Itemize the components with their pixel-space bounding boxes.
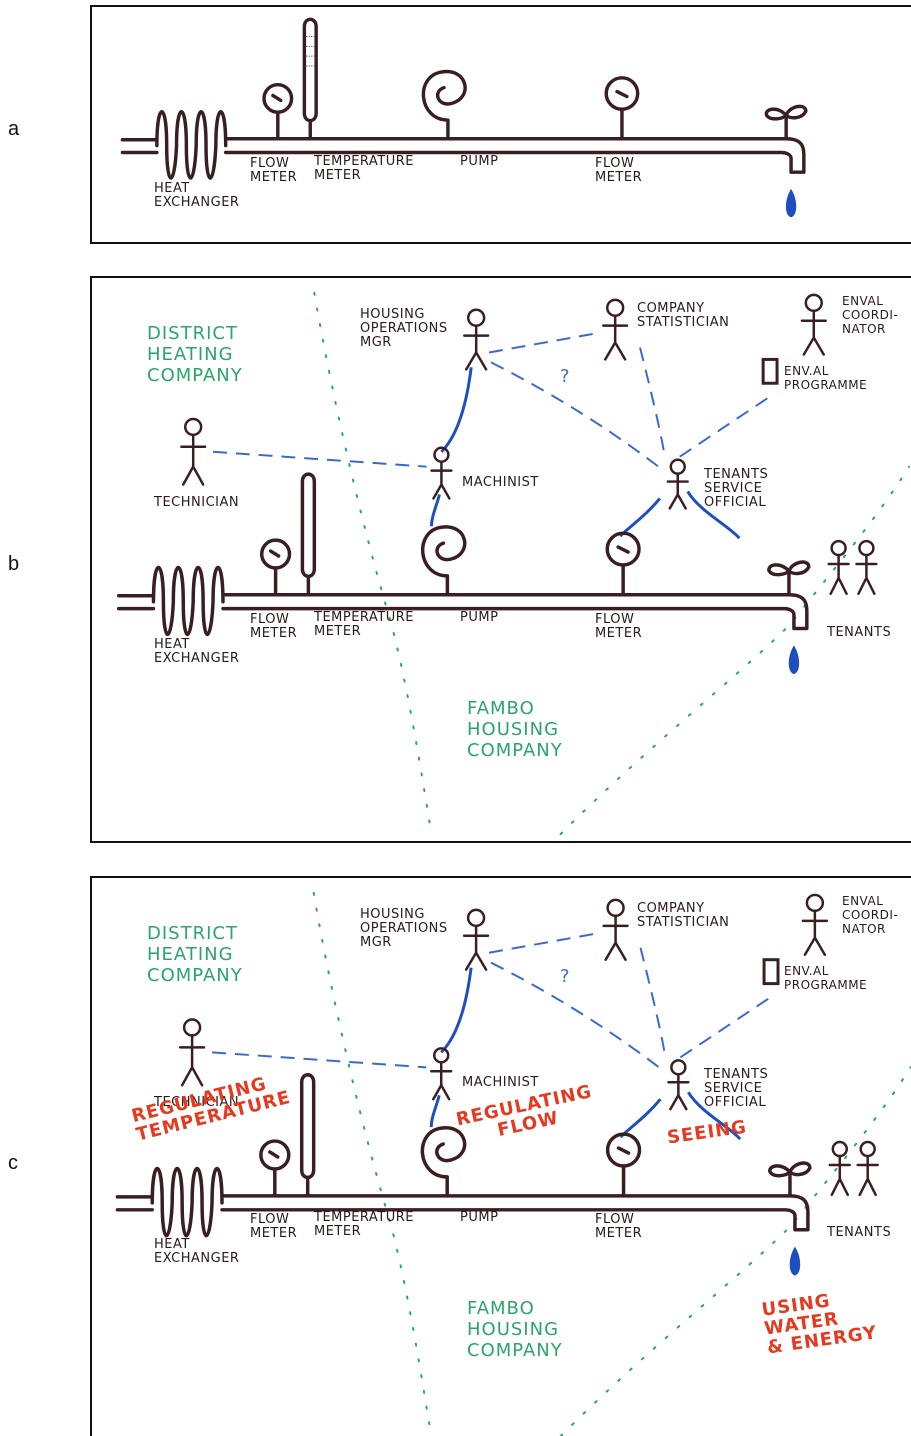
label-heat-exchanger: HEAT EXCHANGER — [154, 181, 240, 210]
label-enval-coord: ENVAL COORDI- NATOR — [842, 894, 899, 936]
panel-a: HEAT EXCHANGER FLOW METER TEMPERATURE ME… — [90, 5, 911, 244]
label-pump: PUMP — [460, 154, 499, 169]
label-district-heating: DISTRICT HEATING COMPANY — [147, 923, 243, 986]
figure-technician — [180, 417, 207, 486]
panel-letter-c: c — [8, 1152, 18, 1174]
label-temperature-meter: TEMPERATURE METER — [314, 1210, 415, 1239]
figure-tenant-2 — [855, 539, 878, 595]
label-tenants-service: TENANTS SERVICE OFFICIAL — [704, 467, 769, 510]
panel-b: DISTRICT HEATING COMPANY FAMBO HOUSING C… — [90, 276, 911, 843]
label-statistician: COMPANY STATISTICIAN — [637, 901, 730, 930]
label-flow-meter-1: FLOW METER — [250, 156, 298, 185]
figure-tenants-service — [666, 458, 689, 510]
label-tenants: TENANTS — [827, 1225, 892, 1240]
label-district-heating: DISTRICT HEATING COMPANY — [147, 323, 243, 386]
label-tenants-service: TENANTS SERVICE OFFICIAL — [704, 1067, 769, 1110]
label-flow-meter-1: FLOW METER — [250, 1212, 298, 1241]
label-flow-meter-2: FLOW METER — [595, 156, 643, 185]
label-machinist: MACHINIST — [462, 1075, 539, 1090]
figure-machinist — [430, 446, 453, 500]
label-fambo: FAMBO HOUSING COMPANY — [467, 698, 563, 761]
panel-letter-a: a — [8, 118, 20, 140]
label-temperature-meter: TEMPERATURE METER — [314, 154, 415, 183]
label-flow-meter-2: FLOW METER — [595, 612, 643, 641]
label-technician: TECHNICIAN — [154, 1095, 240, 1110]
label-pump: PUMP — [460, 1210, 499, 1225]
figure-statistician — [602, 298, 629, 361]
label-technician: TECHNICIAN — [154, 495, 240, 510]
question-mark: ? — [560, 366, 570, 387]
label-flow-meter-1: FLOW METER — [250, 612, 298, 641]
label-enval-prog: ENV.AL PROGRAMME — [784, 964, 868, 992]
programme-doc-icon — [761, 357, 779, 385]
network-diagram-b — [116, 291, 911, 836]
figure-tenant-1 — [827, 539, 850, 595]
label-enval-prog: ENV.AL PROGRAMME — [784, 364, 868, 392]
label-flow-meter-2: FLOW METER — [595, 1212, 643, 1241]
question-mark: ? — [560, 966, 570, 987]
label-tenants: TENANTS — [827, 625, 892, 640]
label-pump: PUMP — [460, 610, 499, 625]
label-machinist: MACHINIST — [462, 475, 539, 490]
label-fambo: FAMBO HOUSING COMPANY — [467, 1298, 563, 1361]
label-heat-exchanger: HEAT EXCHANGER — [154, 1237, 240, 1266]
panel-letter-b: b — [8, 553, 20, 575]
panel-c: DISTRICT HEATING COMPANY FAMBO HOUSING C… — [90, 876, 911, 1436]
label-enval-coord: ENVAL COORDI- NATOR — [842, 294, 899, 336]
label-housing-ops: HOUSING OPERATIONS MGR — [360, 307, 448, 350]
figure-housing-ops — [463, 308, 490, 371]
pipe-diagram-a — [120, 17, 808, 218]
label-housing-ops: HOUSING OPERATIONS MGR — [360, 907, 448, 950]
label-heat-exchanger: HEAT EXCHANGER — [154, 637, 240, 666]
label-temperature-meter: TEMPERATURE METER — [314, 610, 415, 639]
figure-enval-coord — [800, 293, 827, 356]
label-statistician: COMPANY STATISTICIAN — [637, 301, 730, 330]
network-diagram-c — [115, 891, 911, 1436]
